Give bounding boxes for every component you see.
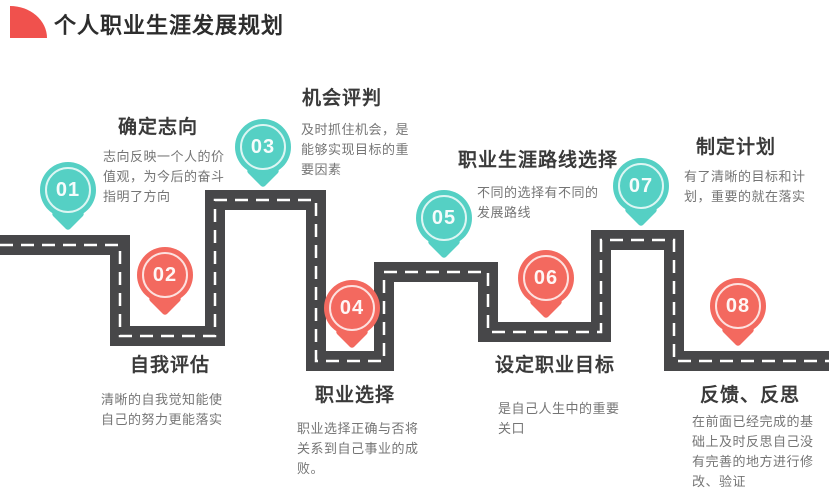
step-title: 职业生涯路线选择: [458, 150, 619, 171]
step-description: 志向反映一个人的价值观，为今后的奋斗指明了方向: [103, 149, 225, 204]
step-description: 及时抓住机会，是能够实现目标的重要因素: [301, 122, 410, 177]
step-number: 05: [431, 206, 457, 229]
step-number: 04: [339, 296, 365, 319]
milestone-pin-08: 08: [710, 278, 766, 348]
pin-bubble: 06: [518, 250, 574, 306]
step-number: 02: [152, 263, 178, 286]
step-title: 反馈、反思: [699, 385, 800, 406]
step-number: 07: [628, 174, 654, 197]
step-title: 制定计划: [695, 137, 776, 158]
step-title: 设定职业目标: [495, 355, 616, 376]
milestone-pin-04: 04: [324, 280, 380, 350]
step-description: 清晰的自我觉知能使自己的努力更能落实: [101, 392, 223, 427]
step-description: 是自己人生中的重要关口: [498, 401, 620, 436]
pin-bubble: 02: [137, 247, 193, 303]
step-number: 03: [250, 135, 276, 158]
step-title: 自我评估: [129, 355, 210, 376]
pin-bubble: 07: [613, 158, 669, 214]
step-title: 职业选择: [314, 385, 395, 406]
step-description: 在前面已经完成的基础上及时反思自己没有完善的地方进行修改、验证: [692, 414, 814, 489]
pin-bubble: 01: [40, 162, 96, 218]
pin-bubble: 08: [710, 278, 766, 334]
milestone-pin-06: 06: [518, 250, 574, 320]
milestone-pin-07: 07: [613, 158, 669, 228]
step-description: 有了清晰的目标和计划，重要的就在落实: [684, 169, 806, 204]
step-number: 08: [725, 294, 751, 317]
step-description: 职业选择正确与否将关系到自己事业的成败。: [297, 421, 419, 476]
pin-bubble: 04: [324, 280, 380, 336]
step-number: 01: [55, 178, 81, 201]
milestone-pin-01: 01: [40, 162, 96, 232]
pin-bubble: 03: [235, 119, 291, 175]
step-title: 确定志向: [117, 117, 198, 138]
step-number: 06: [533, 266, 559, 289]
pin-bubble: 05: [416, 190, 472, 246]
step-description: 不同的选择有不同的发展路线: [477, 185, 599, 220]
milestone-pin-05: 05: [416, 190, 472, 260]
road-center-dashes: [0, 198, 829, 363]
milestone-pin-02: 02: [137, 247, 193, 317]
page-title: 个人职业生涯发展规划: [54, 13, 285, 38]
step-title: 机会评判: [301, 88, 382, 109]
milestone-pin-03: 03: [235, 119, 291, 189]
